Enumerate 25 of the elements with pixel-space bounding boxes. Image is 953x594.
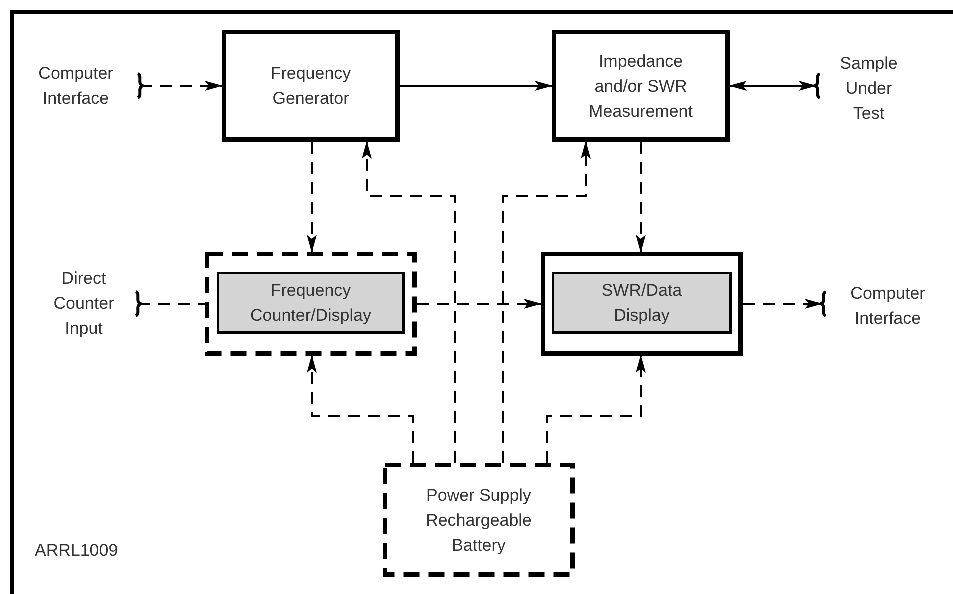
arrow (307, 355, 414, 463)
port-label: Direct Counter Input (40, 263, 128, 343)
port-label: Sample Under Test (826, 48, 912, 128)
display-box (217, 272, 405, 334)
arrow (362, 141, 456, 463)
box-label: Power Supply Rechargeable Battery (425, 484, 533, 556)
box-label: Frequency Generator (270, 63, 352, 110)
enclosure-box (541, 252, 743, 356)
box-label: Frequency Counter/Display (250, 280, 372, 327)
block-box (383, 463, 575, 577)
block-box (222, 30, 400, 142)
port-label: Computer Interface (22, 60, 130, 112)
display-box (552, 272, 732, 334)
arrow (636, 142, 646, 253)
port-label: Computer Interface (832, 278, 944, 334)
arrow (400, 81, 553, 91)
enclosure-box (205, 252, 417, 356)
block-box (552, 30, 730, 142)
arrow (546, 355, 646, 463)
box-label: SWR/Data Display (600, 280, 684, 327)
arrow (307, 142, 317, 253)
arrow (417, 299, 542, 309)
box-label: Impedance and/or SWR Measurement (588, 50, 694, 122)
arrow (502, 141, 591, 463)
figure-number: ARRL1009 (35, 541, 118, 561)
